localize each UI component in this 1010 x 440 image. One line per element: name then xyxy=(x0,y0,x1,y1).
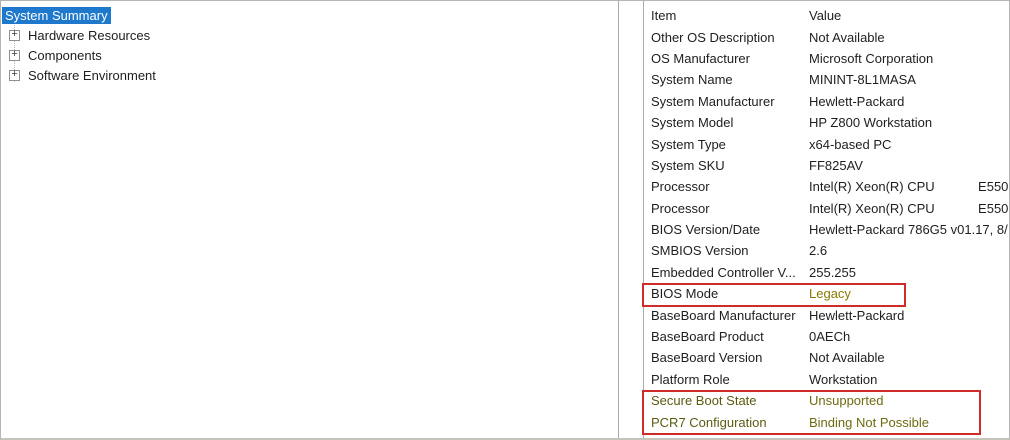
expand-plus-icon[interactable]: + xyxy=(9,70,20,82)
row-item-cell: BaseBoard Manufacturer xyxy=(651,307,796,323)
tree-item-label: Hardware Resources xyxy=(28,27,151,43)
row-value-cell: Microsoft Corporation xyxy=(809,50,934,66)
table-row[interactable]: Processor Intel(R) Xeon(R) CPU E5506 xyxy=(651,176,1010,197)
table-row[interactable]: Other OS Description Not Available xyxy=(651,26,1009,47)
row-item-cell: SMBIOS Version xyxy=(651,243,749,259)
row-value-cell: FF825AV xyxy=(809,157,863,173)
row-item-cell: Other OS Description xyxy=(651,29,775,45)
table-row[interactable]: Platform Role Workstation xyxy=(651,369,1009,390)
table-row[interactable]: System Model HP Z800 Workstation xyxy=(651,112,1009,133)
table-row[interactable]: Processor Intel(R) Xeon(R) CPU E5506 xyxy=(651,198,1010,219)
details-panel: Item Value Other OS Description Not Avai… xyxy=(643,1,1010,438)
row-value-cell: Not Available xyxy=(809,29,885,45)
row-value-cell: Hewlett-Packard xyxy=(809,93,905,109)
details-rows: Other OS Description Not Available OS Ma… xyxy=(651,26,1010,432)
row-item-cell: System Type xyxy=(651,136,726,152)
row-item-cell: BaseBoard Product xyxy=(651,329,764,345)
row-value-cell: Not Available xyxy=(809,350,885,366)
row-value-cell: x64-based PC xyxy=(809,136,892,152)
row-value-cell: Binding Not Possible xyxy=(809,414,929,430)
table-row[interactable]: SMBIOS Version 2.6 xyxy=(651,240,1009,261)
tree-item-label: Components xyxy=(28,48,102,64)
row-item-cell: OS Manufacturer xyxy=(651,50,750,66)
table-row[interactable]: System Type x64-based PC xyxy=(651,133,1009,154)
row-value-cell: HP Z800 Workstation xyxy=(809,115,933,131)
row-value-cell: Hewlett-Packard xyxy=(809,307,905,323)
tree-item[interactable]: + Hardware Resources xyxy=(1,25,618,45)
row-item-cell: BIOS Version/Date xyxy=(651,222,761,238)
row-value-cell: Hewlett-Packard 786G5 v01.17, 8/ xyxy=(809,222,1008,238)
tree-item-label: System Summary xyxy=(2,7,111,24)
table-row[interactable]: PCR7 Configuration Binding Not Possible xyxy=(651,411,1009,432)
column-header-value[interactable]: Value xyxy=(809,8,842,24)
table-row[interactable]: BIOS Version/Date Hewlett-Packard 786G5 … xyxy=(651,219,1009,240)
row-item-cell: BaseBoard Version xyxy=(651,350,763,366)
column-header-item[interactable]: Item xyxy=(651,8,677,24)
row-item-cell: BIOS Mode xyxy=(651,286,719,302)
expand-plus-icon[interactable]: + xyxy=(9,50,20,62)
row-value-cell: 2.6 xyxy=(809,243,828,259)
row-item-cell: Secure Boot State xyxy=(651,393,757,409)
expand-plus-icon[interactable]: + xyxy=(9,29,20,41)
tree: System Summary + Hardware Resources + Co… xyxy=(1,1,618,86)
row-value-cell: Workstation xyxy=(809,371,878,387)
row-item-cell: Processor xyxy=(651,200,710,216)
row-value-cell: Unsupported xyxy=(809,393,884,409)
table-row[interactable]: BaseBoard Manufacturer Hewlett-Packard xyxy=(651,304,1009,325)
tree-item[interactable]: + Software Environment xyxy=(1,66,618,86)
row-item-cell: Embedded Controller V... xyxy=(651,264,796,280)
tree-item[interactable]: + Components xyxy=(1,45,618,65)
row-item-cell: System Manufacturer xyxy=(651,93,775,109)
table-row[interactable]: BIOS Mode Legacy xyxy=(651,283,1009,304)
row-item-cell: System SKU xyxy=(651,157,725,173)
table-row[interactable]: BaseBoard Product 0AECh xyxy=(651,326,1009,347)
table-row[interactable]: System SKU FF825AV xyxy=(651,155,1009,176)
row-value-cell: Intel(R) Xeon(R) CPU E5506 xyxy=(809,179,1010,195)
row-item-cell: Processor xyxy=(651,179,710,195)
table-row[interactable]: BaseBoard Version Not Available xyxy=(651,347,1009,368)
table-header: Item Value xyxy=(651,5,1009,26)
table-row[interactable]: System Name MININT-8L1MASA xyxy=(651,69,1009,90)
row-value-cell: MININT-8L1MASA xyxy=(809,72,916,88)
table-row[interactable]: OS Manufacturer Microsoft Corporation xyxy=(651,48,1009,69)
row-item-cell: Platform Role xyxy=(651,371,730,387)
table-row[interactable]: System Manufacturer Hewlett-Packard xyxy=(651,91,1009,112)
tree-item[interactable]: System Summary xyxy=(1,6,618,25)
row-item-cell: System Model xyxy=(651,115,734,131)
row-item-cell: PCR7 Configuration xyxy=(651,414,767,430)
row-value-cell: Intel(R) Xeon(R) CPU E5506 xyxy=(809,200,1010,216)
tree-item-label: Software Environment xyxy=(28,68,156,84)
row-value-cell: 255.255 xyxy=(809,264,856,280)
category-tree-panel: System Summary + Hardware Resources + Co… xyxy=(1,1,619,438)
row-value-cell: 0AECh xyxy=(809,329,851,345)
table-row[interactable]: Embedded Controller V... 255.255 xyxy=(651,262,1009,283)
row-value-cell: Legacy xyxy=(809,286,851,302)
row-item-cell: System Name xyxy=(651,72,733,88)
table-row[interactable]: Secure Boot State Unsupported xyxy=(651,390,1009,411)
